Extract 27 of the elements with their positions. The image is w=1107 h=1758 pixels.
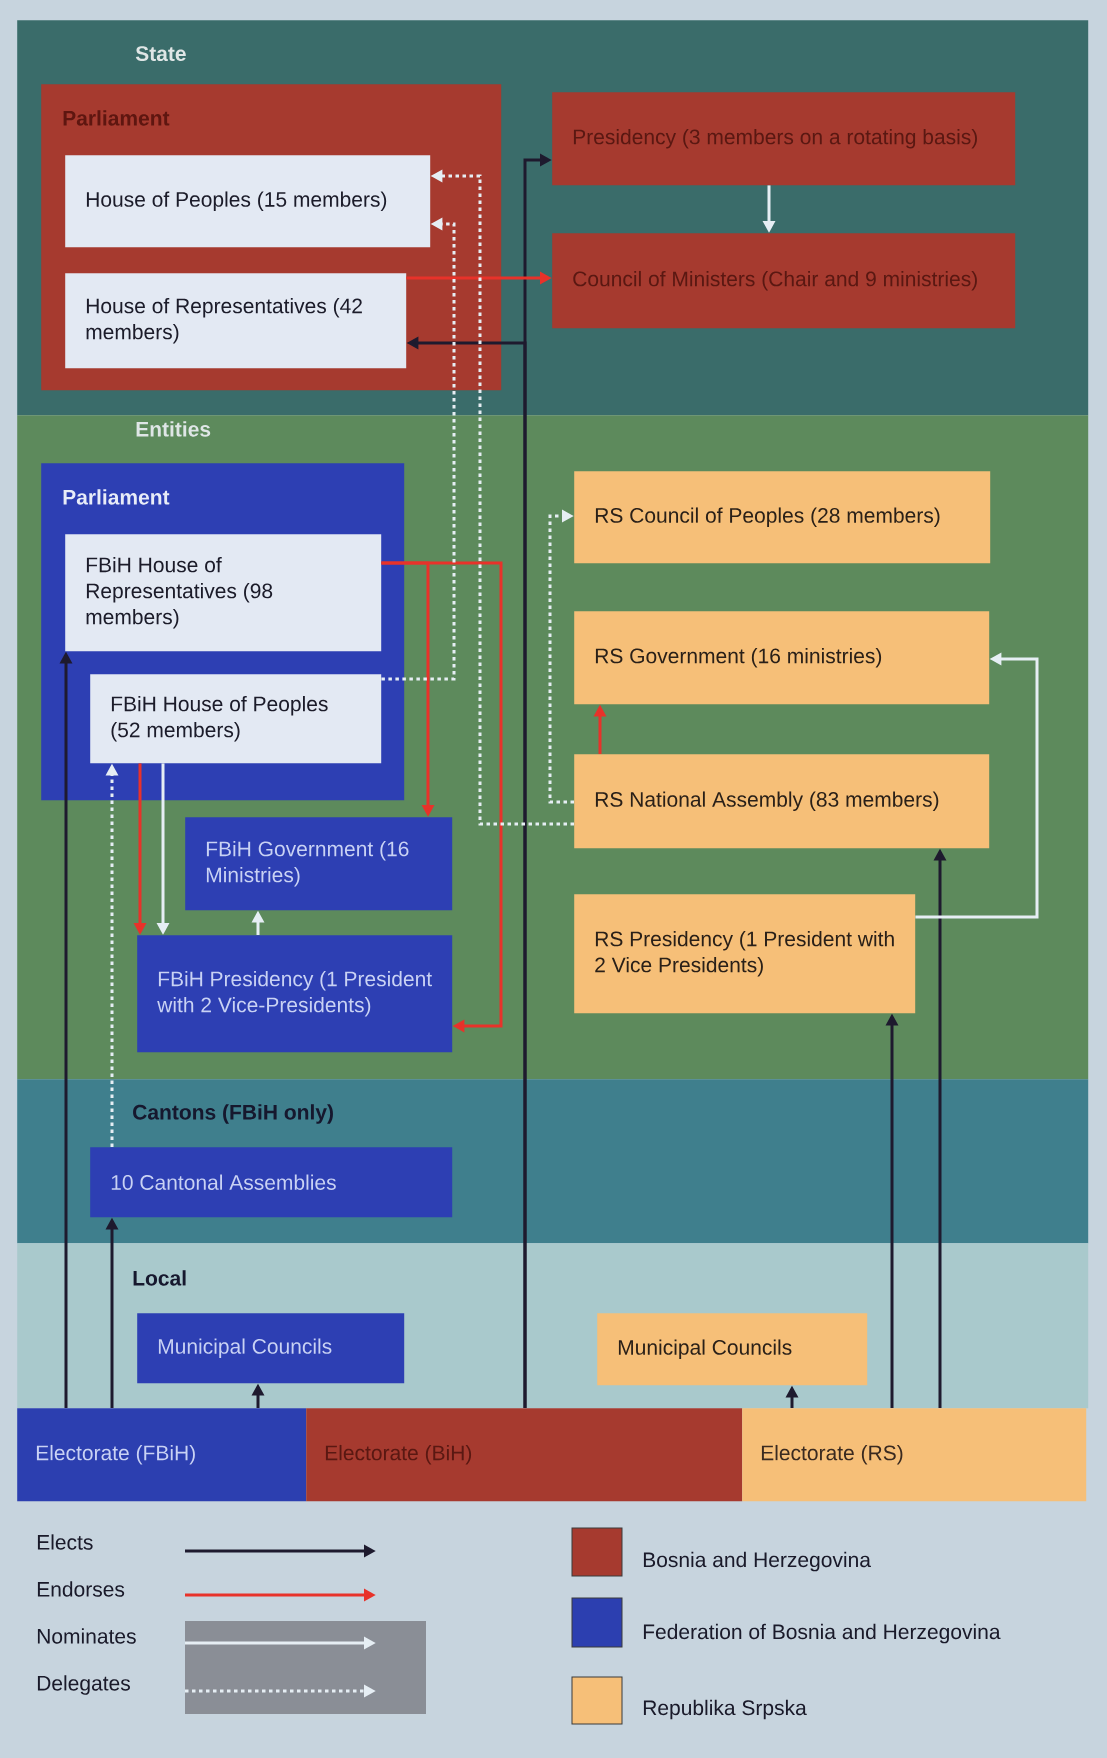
institution-box: 10 Cantonal Assemblies (90, 1147, 453, 1218)
institution-box: RS Government (16 ministries) (574, 611, 990, 705)
institution-box: RS Presidency (1 President with 2 Vice Presidents) (574, 894, 916, 1014)
institution-box: Presidency (3 members on a rotating basis) (552, 92, 1016, 186)
institution-box: Municipal Councils (137, 1313, 405, 1384)
electorate-box: Electorate (RS) (742, 1408, 1087, 1502)
arrow (381, 561, 503, 1033)
legend-label: Bosnia and Herzegovina (643, 1551, 871, 1572)
legend-label: Republika Srpska (643, 1699, 807, 1720)
institution-box: House of Representatives (42 members) (65, 273, 407, 369)
institution-box: RS National Assembly (83 members) (574, 754, 990, 849)
legend-label: Elects (37, 1534, 93, 1550)
institution-box: FBiH House of Peoples (52 members) (90, 674, 382, 764)
institution-box: FBiH House of Representatives (98 members) (65, 534, 382, 652)
legend-label: Nominates (37, 1628, 136, 1644)
institution-box: Municipal Councils (597, 1313, 868, 1386)
legend-label: Delegates (37, 1675, 130, 1695)
legend-label: Endorses (37, 1581, 125, 1597)
electorate-box: Electorate (FBiH) (17, 1408, 307, 1502)
institution-box: Council of Ministers (Chair and 9 ministries) (552, 233, 1016, 329)
institution-box: RS Council of Peoples (28 members) (574, 471, 991, 564)
arrow (548, 509, 574, 804)
institution-box: FBiH Government (16 Ministries) (185, 817, 453, 911)
electorate-box: Electorate (BiH) (306, 1408, 743, 1502)
institution-box: House of Peoples (15 members) (65, 155, 431, 248)
legend-label: Federation of Bosnia and Herzegovina (643, 1623, 1001, 1644)
institution-box: FBiH Presidency (1 President with 2 Vice-Presidents) (137, 935, 453, 1053)
